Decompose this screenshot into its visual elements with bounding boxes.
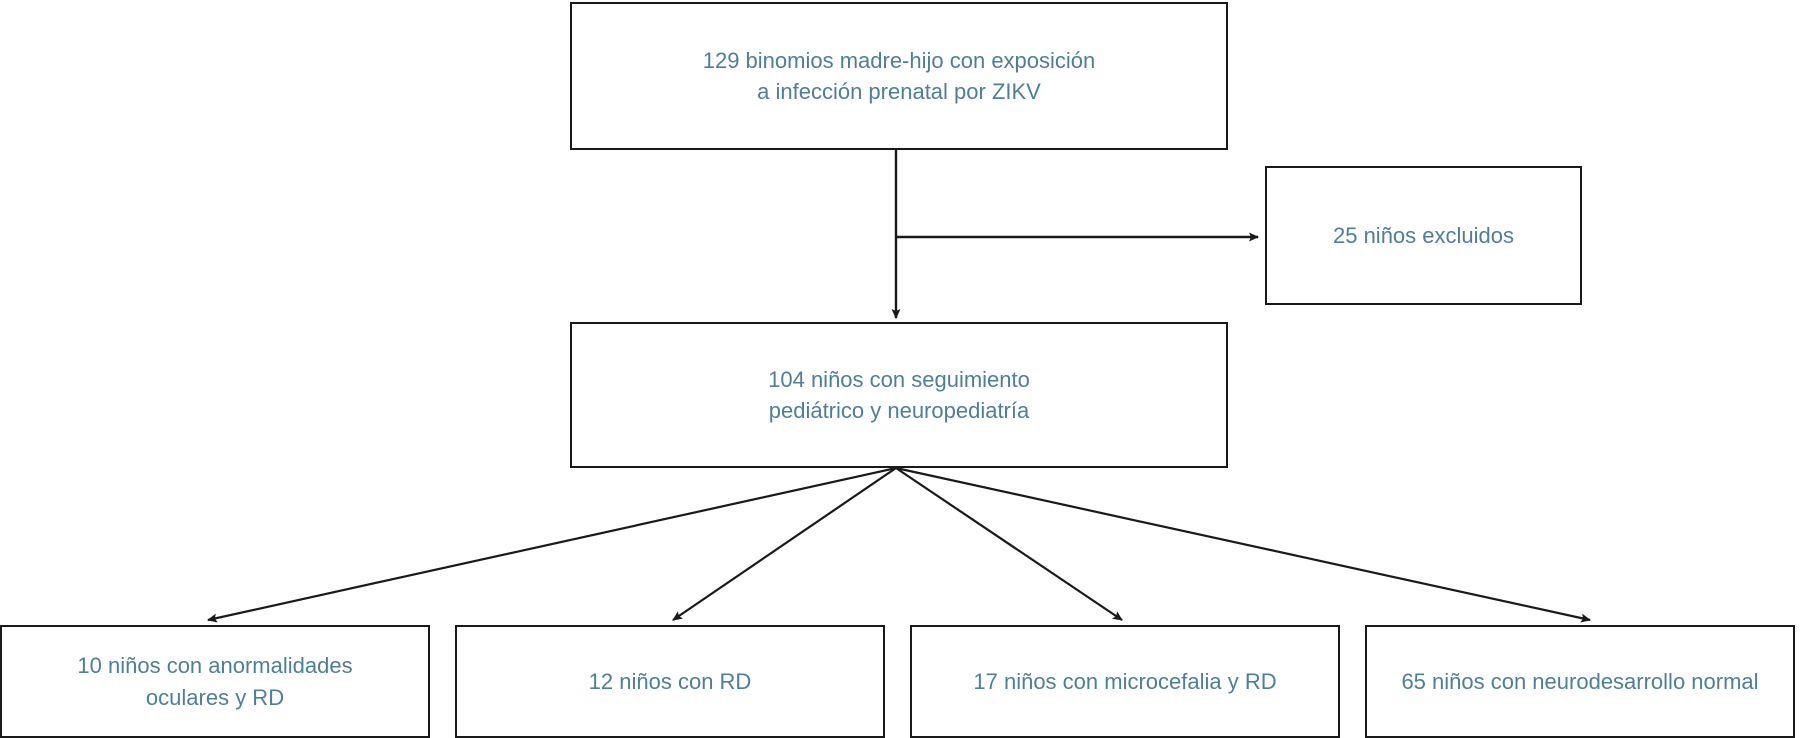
node-followed-cohort: 104 niños con seguimiento pediátrico y n… bbox=[570, 322, 1228, 468]
node-outcome-rd-label: 12 niños con RD bbox=[588, 668, 752, 694]
node-outcome-microcephaly-rd-label: 17 niños con microcefalia y RD bbox=[973, 668, 1277, 694]
connector-followed-to-outcome-3 bbox=[895, 466, 1591, 623]
connector-followed-to-outcome-2 bbox=[895, 467, 1123, 621]
node-outcome-ocular-anomalies-label: 10 niños con anormalidades oculares y RD bbox=[77, 653, 353, 710]
node-source-cohort-label: 129 binomios madre-hijo con exposición a… bbox=[702, 47, 1096, 104]
node-outcome-normal-development: 65 niños con neurodesarrollo normal bbox=[1365, 625, 1795, 738]
node-excluded-label: 25 niños excluidos bbox=[1332, 222, 1514, 248]
node-followed-cohort-label: 104 niños con seguimiento pediátrico y n… bbox=[768, 366, 1030, 423]
node-outcome-rd: 12 niños con RD bbox=[455, 625, 885, 738]
node-outcome-microcephaly-rd: 17 niños con microcefalia y RD bbox=[910, 625, 1340, 738]
node-excluded: 25 niños excluidos bbox=[1265, 166, 1582, 305]
connector-followed-to-outcome-0 bbox=[207, 466, 897, 623]
node-source-cohort: 129 binomios madre-hijo con exposición a… bbox=[570, 2, 1228, 150]
connector-followed-to-outcome-1 bbox=[672, 467, 897, 621]
node-outcome-normal-development-label: 65 niños con neurodesarrollo normal bbox=[1401, 668, 1759, 694]
node-outcome-ocular-anomalies: 10 niños con anormalidades oculares y RD bbox=[0, 625, 430, 738]
